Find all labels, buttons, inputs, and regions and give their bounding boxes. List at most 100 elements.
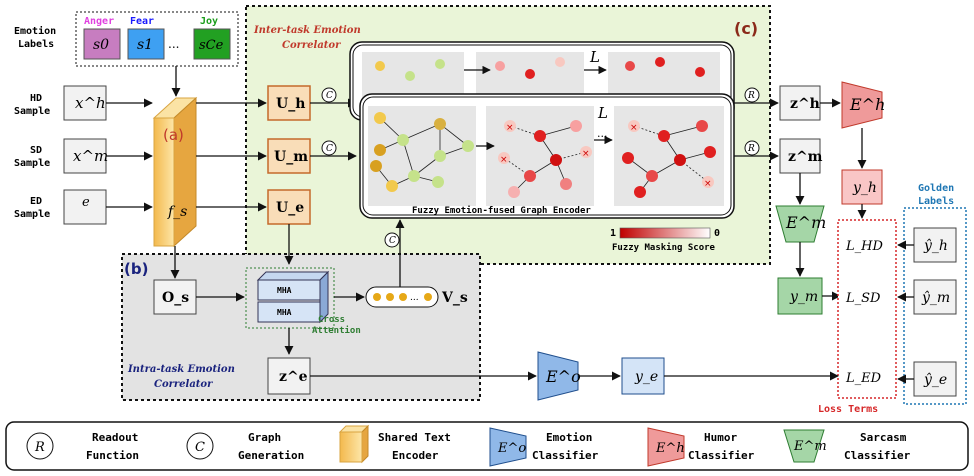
svg-text:×: × xyxy=(582,149,590,159)
layer-count-L-front: L xyxy=(597,104,608,122)
sarcasm-classifier-legend-icon xyxy=(783,429,825,463)
inter-task-title2: Correlator xyxy=(282,40,341,51)
scale-label: Fuzzy Masking Score xyxy=(612,242,716,253)
emotion-classifier-legend-icon xyxy=(489,427,527,467)
input-graph-nodes xyxy=(370,112,474,192)
masked-graph: × × × xyxy=(498,120,592,198)
s0-box xyxy=(83,28,121,60)
golden-labels-title2: Labels xyxy=(918,196,954,207)
marker-b: (b) xyxy=(124,260,148,278)
c-symbol: C xyxy=(326,91,333,101)
fs-symbol: f_s xyxy=(167,204,187,220)
zm-box xyxy=(779,138,821,174)
legend-c-symbol: C xyxy=(195,440,205,455)
mha-block-2 xyxy=(257,301,321,323)
zm-symbol: z^m xyxy=(788,149,823,165)
legend-humor-label: Humor xyxy=(704,431,737,444)
svg-text:×: × xyxy=(630,123,638,133)
shared-text-encoder-legend-icon xyxy=(338,424,370,464)
readout-function-icon xyxy=(744,87,760,103)
mha-label-1: MHA xyxy=(277,286,292,295)
mha-label-2: MHA xyxy=(277,308,292,317)
svg-text:×: × xyxy=(506,123,514,133)
scale-max-label: 1 xyxy=(610,228,616,239)
legend-sarcasm-label: Sarcasm xyxy=(860,431,907,444)
c-symbol: C xyxy=(389,236,396,246)
graph-generation-icon xyxy=(384,232,400,248)
legend-sarcasm-label2: Classifier xyxy=(844,449,911,462)
em-symbol: E^m xyxy=(785,213,826,232)
loss-ed: L_ED xyxy=(845,371,882,386)
cross-attention-label2: Attention xyxy=(312,325,361,336)
legend-r-symbol: R xyxy=(34,440,45,455)
intra-task-title: Intra-task Emotion xyxy=(127,364,235,375)
sce-symbol: sCe xyxy=(199,38,224,53)
svg-text:×: × xyxy=(704,179,712,189)
loss-terms-box xyxy=(837,219,897,399)
fuzzy-masking-scale xyxy=(619,227,711,239)
legend-emotion-label: Emotion xyxy=(546,431,592,444)
xh-symbol: x^h xyxy=(75,94,106,112)
mha-block-1 xyxy=(257,279,321,301)
sce-box xyxy=(193,28,231,60)
legend-eh-symbol: E^h xyxy=(655,441,685,456)
golden-labels-title: Golden xyxy=(918,183,954,194)
legend-eo-symbol: E^o xyxy=(497,441,526,456)
hd-sample-label: HD xyxy=(30,93,42,104)
emotion-classifier xyxy=(537,351,579,401)
readout-function-legend-icon xyxy=(26,432,54,460)
humor-classifier-legend-icon xyxy=(647,427,685,467)
legend-readout-label2: Function xyxy=(86,449,139,462)
golden-yh-box xyxy=(913,227,957,263)
zh-box xyxy=(779,85,821,121)
os-box xyxy=(153,279,197,315)
legend-readout-label: Readout xyxy=(92,431,138,444)
readout-function-icon xyxy=(744,140,760,156)
sd-sample-label2: Sample xyxy=(14,158,50,169)
sd-sample-label: SD xyxy=(30,145,42,156)
golden-ym: ŷ_m xyxy=(921,289,950,306)
vs-symbol: V_s xyxy=(441,290,468,306)
layer-ellipsis: ... xyxy=(597,127,608,140)
marker-c: (c) xyxy=(734,19,758,38)
sarcasm-classifier xyxy=(775,205,825,243)
cross-attention-label: Cross xyxy=(318,315,345,325)
ue-symbol: U_e xyxy=(276,200,304,216)
graph-generation-legend-icon xyxy=(186,432,214,460)
emotion-labels-title: Emotion xyxy=(14,25,56,37)
ed-sample-label: ED xyxy=(30,196,42,207)
legend-box xyxy=(5,421,969,471)
golden-ym-box xyxy=(913,279,957,315)
loss-sd: L_SD xyxy=(845,291,881,306)
legend-encoder-label2: Encoder xyxy=(392,449,439,462)
xh-box xyxy=(63,85,107,121)
legend-emotion-label2: Classifier xyxy=(532,449,599,462)
ye-symbol: y_e xyxy=(634,369,658,385)
eo-symbol: E^o xyxy=(545,367,581,386)
ye-box xyxy=(621,357,665,395)
graph-generation-icon xyxy=(321,87,337,103)
humor-classifier xyxy=(841,81,883,129)
label-anger: Anger xyxy=(84,16,114,27)
uh-symbol: U_h xyxy=(276,96,305,112)
ze-box xyxy=(267,357,311,395)
inter-task-title: Inter-task Emotion xyxy=(253,25,361,36)
zh-symbol: z^h xyxy=(790,96,820,112)
graph-encoder-label: Fuzzy Emotion-fused Graph Encoder xyxy=(412,205,591,216)
golden-yh: ŷ_h xyxy=(923,237,948,254)
legend-encoder-label: Shared Text xyxy=(378,431,451,444)
legend-humor-label2: Classifier xyxy=(688,449,755,462)
xm-symbol: x^m xyxy=(73,147,108,165)
loss-terms-label: Loss Terms xyxy=(818,404,878,415)
layer-count-L: L xyxy=(589,48,600,66)
e-box xyxy=(63,189,107,225)
ellipsis: ... xyxy=(168,37,179,51)
label-fear: Fear xyxy=(130,16,154,27)
um-symbol: U_m xyxy=(274,149,308,165)
golden-ye: ŷ_e xyxy=(923,371,947,388)
label-joy: Joy xyxy=(200,16,218,27)
ed-sample-label2: Sample xyxy=(14,209,50,220)
r-symbol: R xyxy=(747,144,755,154)
s1-symbol: s1 xyxy=(137,37,153,53)
